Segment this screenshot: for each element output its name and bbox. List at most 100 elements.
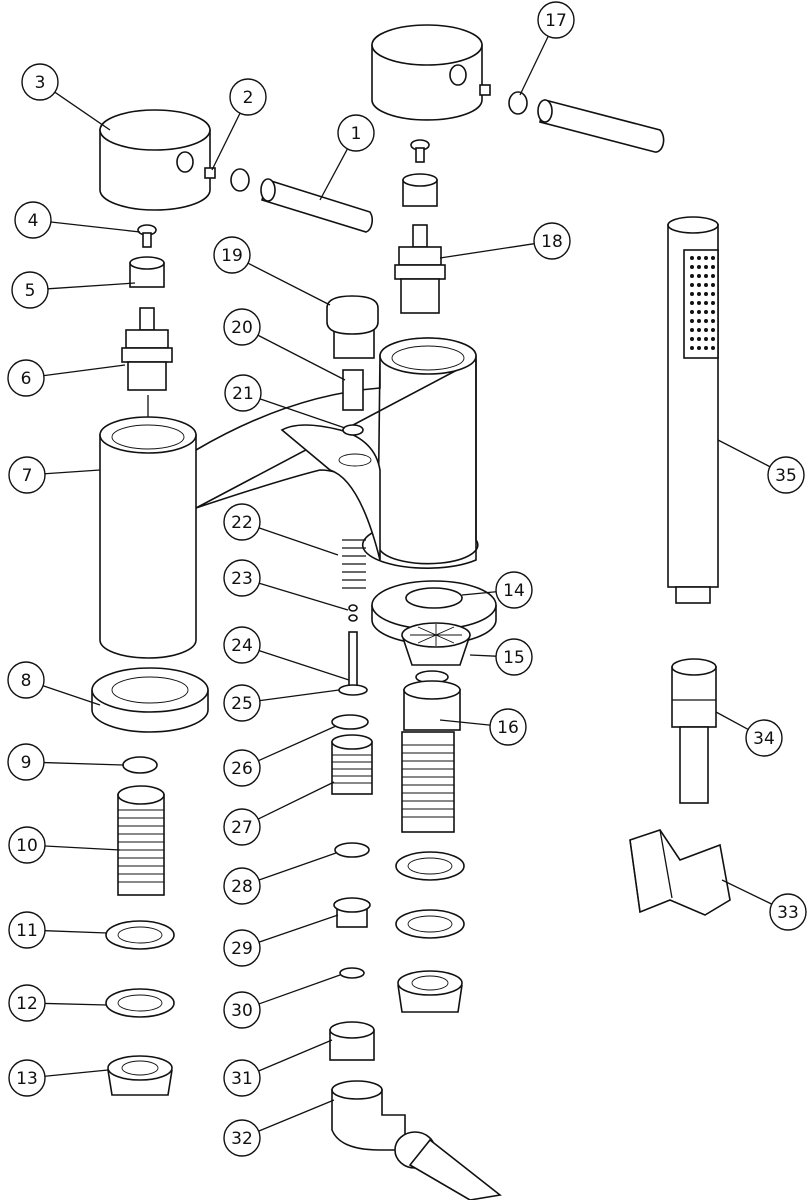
part-washer-right <box>508 91 528 115</box>
callout-circle <box>21 63 59 101</box>
part-diverter-pin <box>348 631 358 687</box>
callout-number: 34 <box>753 729 775 749</box>
callout-number: 27 <box>231 818 253 838</box>
callout-circle <box>14 201 52 239</box>
callout-11: 11 <box>8 911 108 949</box>
callouts: 1234567891011121314151617181920212223242… <box>7 1 807 1157</box>
callout-number: 22 <box>231 513 253 533</box>
callout-circle <box>769 893 807 931</box>
callout-circle <box>223 308 261 346</box>
leader-line <box>50 221 141 233</box>
part-o-ring-30 <box>339 967 365 979</box>
callout-number: 15 <box>503 648 525 668</box>
leader-line <box>54 91 111 131</box>
callout-25: 25 <box>223 684 340 722</box>
part-lever-left <box>260 178 374 233</box>
part-o-ring-9 <box>122 756 158 774</box>
callout-circle <box>767 456 805 494</box>
nozzle-dot <box>690 328 694 332</box>
nozzle-dot <box>711 256 715 260</box>
callout-9: 9 <box>7 743 124 781</box>
leader-line <box>44 930 108 934</box>
callout-number: 30 <box>231 1001 253 1021</box>
nozzle-dot <box>711 283 715 287</box>
part-adapter-left <box>129 256 165 288</box>
callout-31: 31 <box>223 1039 333 1097</box>
leader-line <box>247 262 331 306</box>
callout-number: 28 <box>231 877 253 897</box>
callout-number: 9 <box>21 753 32 773</box>
callout-number: 25 <box>231 694 253 714</box>
leader-line <box>258 725 337 762</box>
callout-16: 16 <box>439 708 527 746</box>
callout-number: 3 <box>35 73 46 93</box>
callout-21: 21 <box>224 374 346 429</box>
leader-line <box>43 364 126 377</box>
callout-number: 33 <box>777 903 799 923</box>
part-diverter-knob <box>326 295 379 359</box>
nozzle-dot <box>690 283 694 287</box>
part-aerator <box>401 622 471 684</box>
callout-circle <box>7 359 45 397</box>
nozzle-dot <box>697 292 701 296</box>
part-cartridge-right <box>394 224 446 314</box>
leader-line <box>258 1039 333 1072</box>
callout-circle <box>745 719 783 757</box>
callout-number: 32 <box>231 1129 253 1149</box>
part-cartridge-left <box>121 307 173 391</box>
leader-line <box>319 148 349 201</box>
callout-circle <box>8 456 46 494</box>
callout-circle <box>224 374 262 412</box>
callout-circle <box>223 559 261 597</box>
callout-33: 33 <box>721 879 807 931</box>
callout-number: 29 <box>231 939 253 959</box>
nozzle-dot <box>690 346 694 350</box>
nozzle-dot <box>690 292 694 296</box>
callout-circle <box>213 236 251 274</box>
part-o-ring-26 <box>331 714 369 730</box>
callout-35: 35 <box>717 439 805 494</box>
part-washer-28 <box>334 842 370 858</box>
nozzle-dot <box>711 346 715 350</box>
part-grub-screw-right <box>479 84 491 96</box>
leader-line <box>257 334 346 381</box>
callout-26: 26 <box>223 725 337 787</box>
callout-34: 34 <box>715 711 783 757</box>
callout-circle <box>537 1 575 39</box>
callout-circle <box>489 708 527 746</box>
callout-22: 22 <box>223 503 339 556</box>
callout-circle <box>7 661 45 699</box>
leader-line <box>721 879 773 905</box>
callout-circle <box>495 638 533 676</box>
callout-12: 12 <box>8 984 108 1022</box>
nozzle-dot <box>711 319 715 323</box>
nozzle-dot <box>697 265 701 269</box>
part-diverter-stem-top <box>342 369 364 411</box>
callout-number: 12 <box>16 994 38 1014</box>
leader-line <box>44 1069 109 1077</box>
nozzle-dot <box>697 328 701 332</box>
part-washer-left <box>230 168 250 192</box>
nozzle-dot <box>697 301 701 305</box>
callout-circle <box>8 984 46 1022</box>
part-washer-12 <box>105 988 175 1018</box>
leader-line <box>715 711 749 730</box>
part-lever-right <box>537 99 665 153</box>
leader-line <box>44 845 121 851</box>
nozzle-dot <box>704 274 708 278</box>
callout-number: 19 <box>221 246 243 266</box>
nozzle-dot <box>697 319 701 323</box>
part-o-ring-21 <box>342 424 364 436</box>
nozzle-dot <box>697 256 701 260</box>
callout-17: 17 <box>519 1 575 96</box>
nozzle-dot <box>690 274 694 278</box>
part-shower-holder <box>629 829 731 916</box>
callout-circle <box>8 911 46 949</box>
nozzle-dot <box>704 346 708 350</box>
part-washer-11 <box>105 920 175 950</box>
part-o-ring-23b <box>348 614 358 622</box>
callout-circle <box>223 991 261 1029</box>
nozzle-dot <box>690 319 694 323</box>
callout-28: 28 <box>223 852 337 905</box>
callout-circle <box>337 114 375 152</box>
